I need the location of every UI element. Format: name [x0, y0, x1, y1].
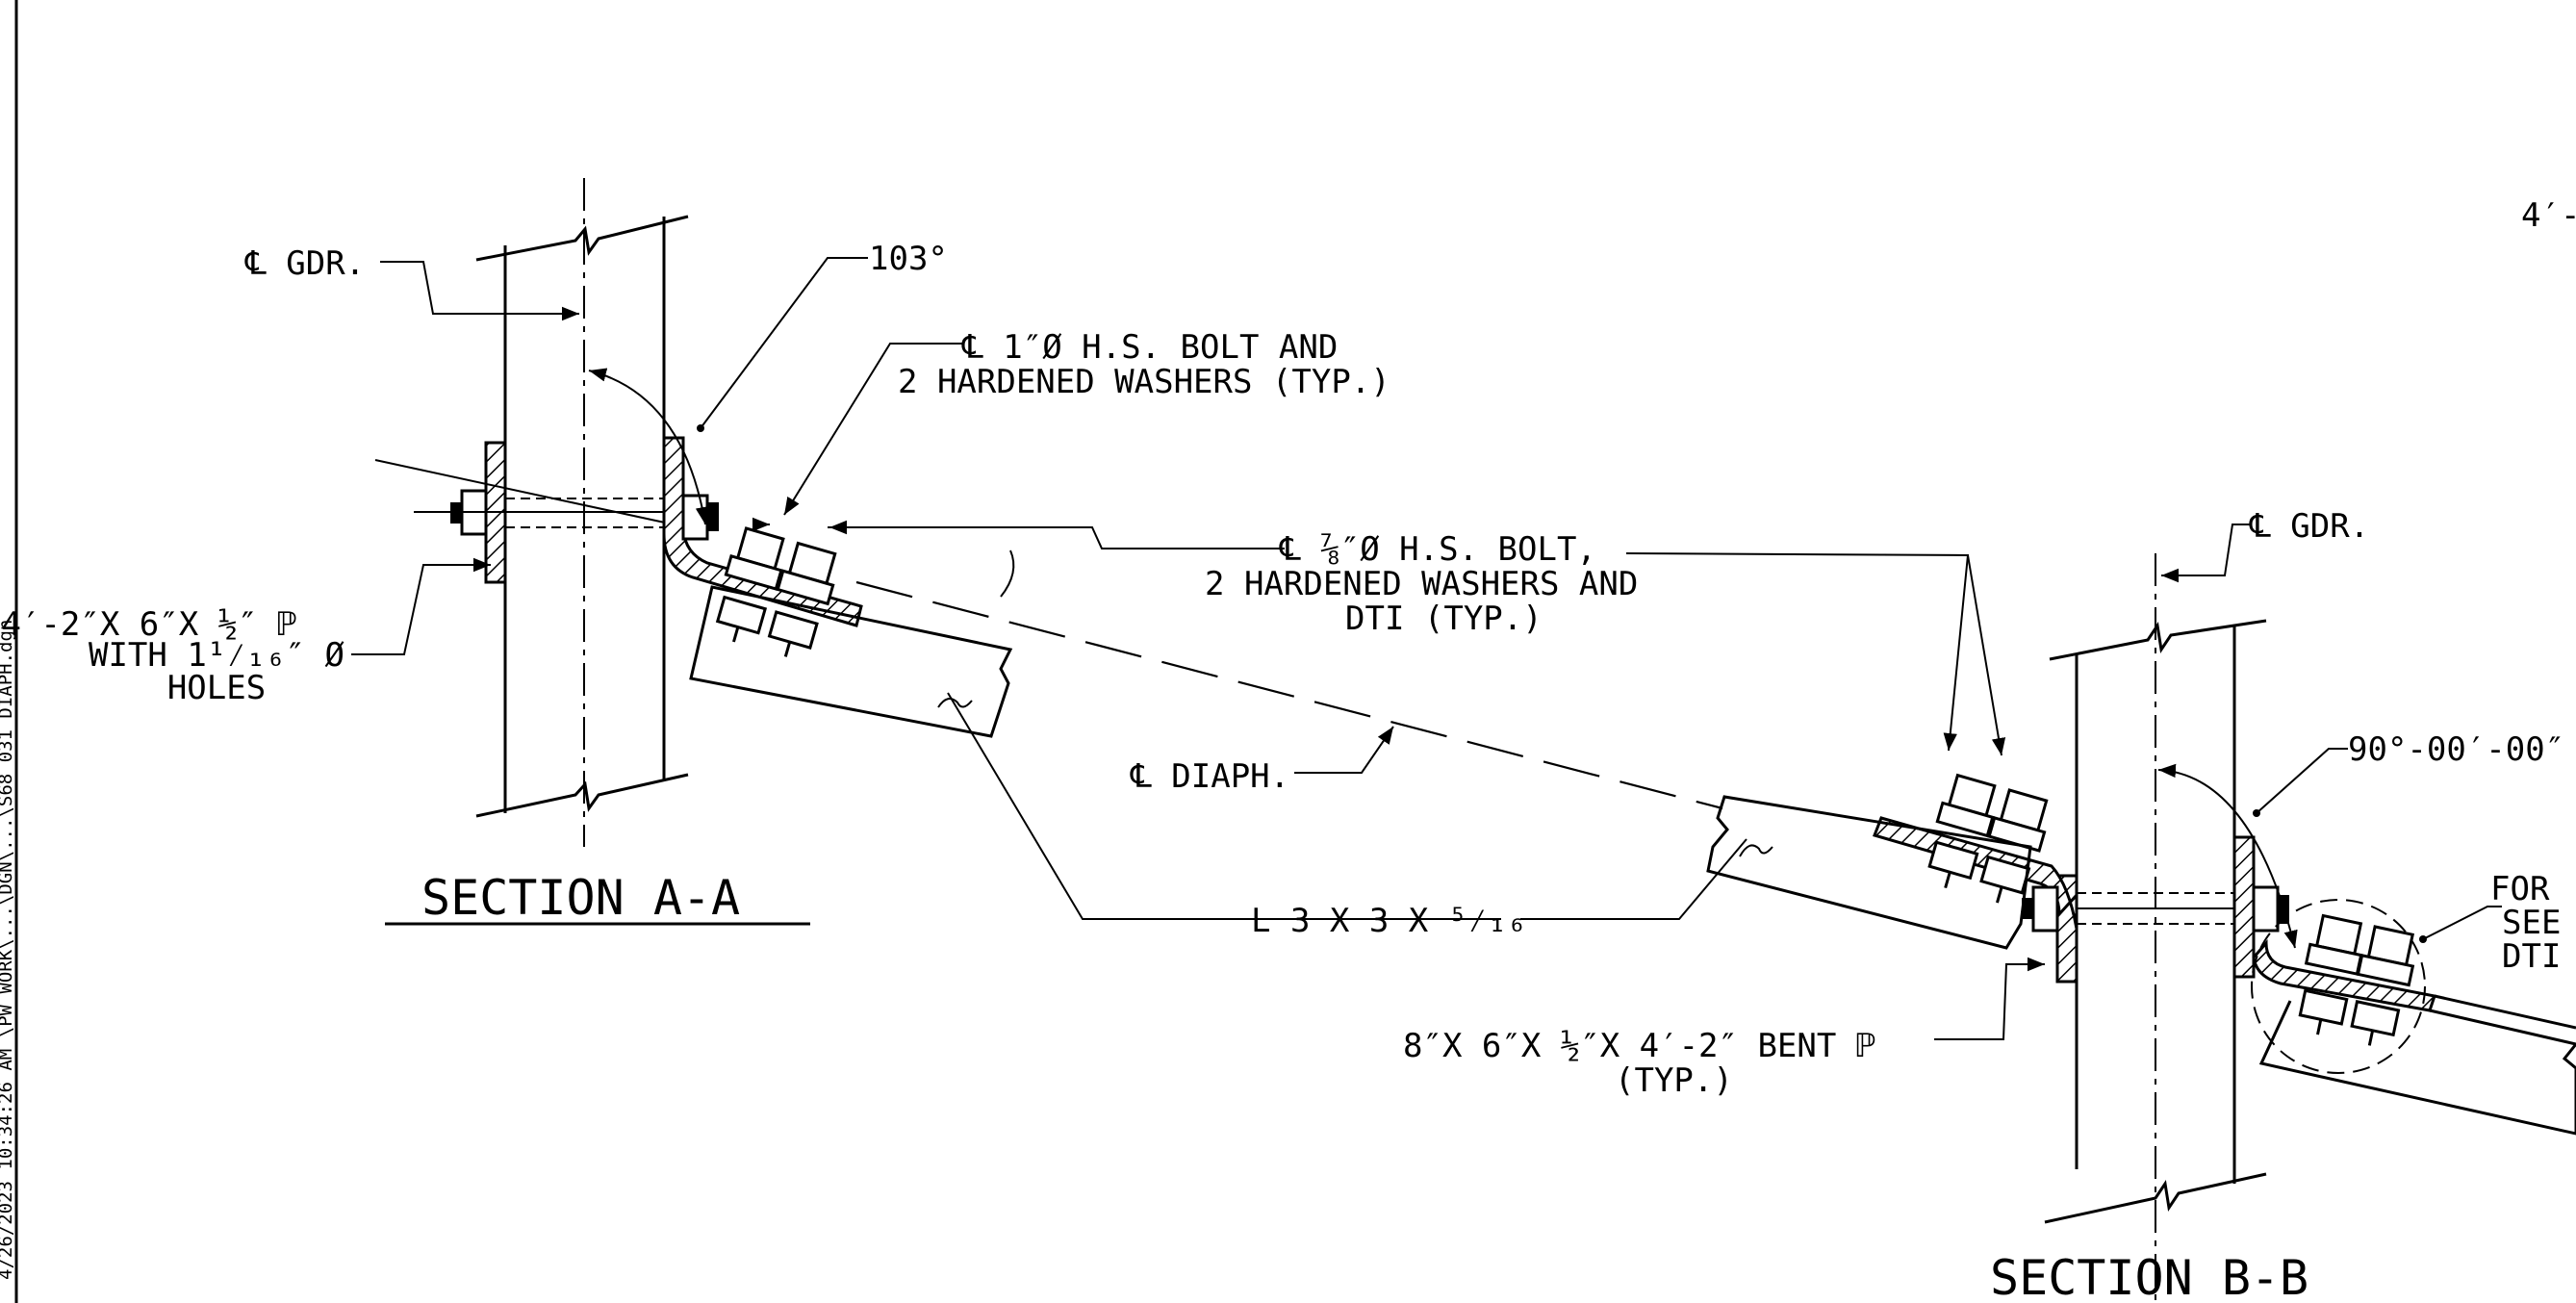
section-a-gdr-label: ℄ GDR. [244, 244, 365, 283]
bolt-1in-label-line1: ℄ 1″Ø H.S. BOLT AND [961, 328, 1338, 367]
bent-plate-label-line1: 8″X 6″X ½″X 4′-2″ BENT ℙ [1403, 1027, 1875, 1065]
plate-label-line3: HOLES [167, 669, 266, 707]
angle-member-label: L 3 X 3 X ⁵⁄₁₆ [1251, 902, 1527, 940]
angle-member-b [1706, 795, 2032, 950]
note-line1: FOR [2490, 870, 2550, 908]
note-line3: DTI [2502, 937, 2561, 976]
diaph-label: ℄ DIAPH. [1130, 757, 1289, 796]
bolt-group-a [715, 526, 837, 657]
bevel-arc [1000, 549, 1015, 598]
note-line2: SEE [2502, 904, 2561, 942]
file-path-text: 4/26/2023 10:34:26 AM \PW_WORK\...\DGN\.… [0, 620, 16, 1280]
section-b-leaders [2157, 524, 2502, 949]
plate-label-line2: WITH 1¹⁄₁₆″ Ø [89, 636, 344, 675]
section-a-leaders [351, 257, 962, 655]
bolt-1in-label-line2: 2 HARDENED WASHERS (TYP.) [898, 363, 1390, 401]
section-b-girder [2044, 553, 2267, 1303]
detail-callout-circle [2251, 899, 2426, 1074]
center-leaders [828, 526, 2045, 1040]
cut-off-dimension: 4′- [2521, 196, 2576, 235]
section-a-connection [374, 436, 1013, 738]
bolt-group-b-right [2298, 913, 2415, 1046]
angle-member-a [689, 585, 1013, 738]
section-b-gdr-label: ℄ GDR. [2249, 507, 2369, 546]
angle-90-label: 90°-00′-00″ [2348, 730, 2564, 769]
bolt-group-b [1927, 773, 2049, 904]
bolt-78-label-line3: DTI (TYP.) [1345, 600, 1543, 638]
diaphragm-centerline [855, 580, 1723, 810]
section-b-title: SECTION B-B [1990, 1250, 2308, 1303]
angle-member-b-right [2258, 1000, 2576, 1136]
angle-103-label: 103° [869, 240, 948, 278]
section-a-title: SECTION A-A [421, 870, 740, 926]
bolt-78-label-line1: ℄ ⅞″Ø H.S. BOLT, [1279, 530, 1596, 569]
right-girder-plate [2232, 835, 2256, 979]
plate-label-line1: 4′-2″X 6″X ½″ ℙ [1, 605, 296, 644]
bent-plate-label-line2: (TYP.) [1615, 1061, 1733, 1100]
bolt-78-label-line2: 2 HARDENED WASHERS AND [1205, 565, 1638, 603]
